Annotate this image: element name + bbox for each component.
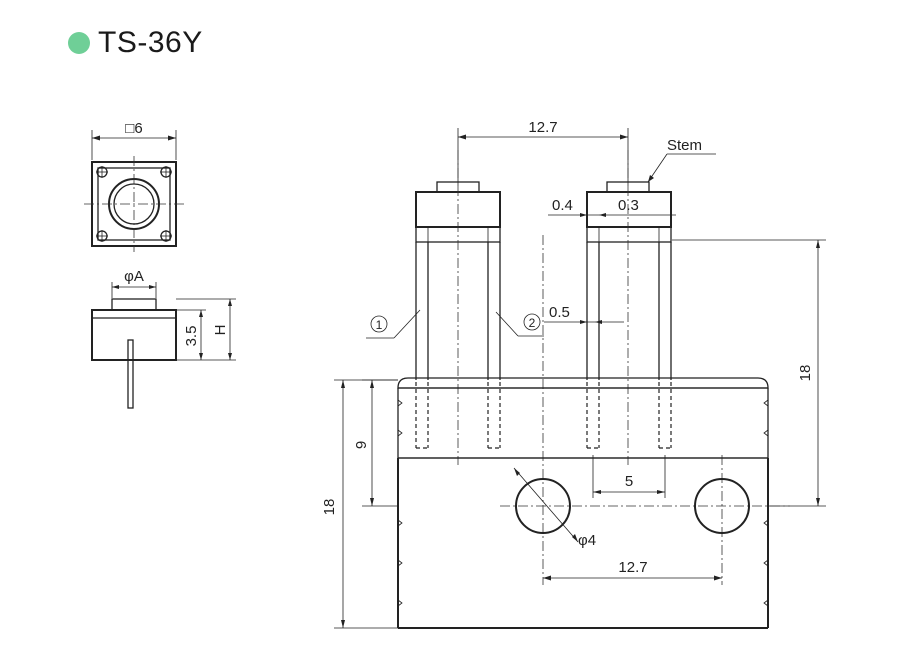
side-h-label: H xyxy=(212,325,229,336)
front-view: 12.7 Stem xyxy=(321,119,826,629)
pitch-bottom-label: 12.7 xyxy=(618,559,647,576)
header: TS-36Y xyxy=(68,26,203,60)
dim-9-label: 9 xyxy=(353,441,370,449)
side-diameter-label: φA xyxy=(124,268,144,285)
dim-04-label: 0.4 xyxy=(552,197,573,214)
pitch-top-label: 12.7 xyxy=(528,119,557,136)
side-view: φA 3.5 H xyxy=(91,268,236,409)
dim-03-label: 0.3 xyxy=(618,197,639,214)
bullet-dot-icon xyxy=(68,32,90,54)
mounting-pin-marks xyxy=(96,166,172,242)
dim-18-left-label: 18 xyxy=(321,499,338,516)
part-title: TS-36Y xyxy=(98,26,203,59)
dim-5-label: 5 xyxy=(625,473,633,490)
top-view: □6 xyxy=(84,120,184,252)
callout-1: 1 xyxy=(376,318,383,332)
hidden-leads xyxy=(415,382,672,449)
top-size-label: □6 xyxy=(125,120,142,137)
pcb-board xyxy=(397,377,769,629)
hole-diameter-label: φ4 xyxy=(578,532,596,549)
mount-hole-right xyxy=(694,478,750,534)
switch-right xyxy=(586,181,672,380)
mount-hole-left xyxy=(515,478,571,534)
side-height-label: 3.5 xyxy=(183,326,200,347)
stem-label: Stem xyxy=(667,137,702,154)
dim-18-right-label: 18 xyxy=(797,365,814,382)
callout-2: 2 xyxy=(529,316,536,330)
dim-05-label: 0.5 xyxy=(549,304,570,321)
